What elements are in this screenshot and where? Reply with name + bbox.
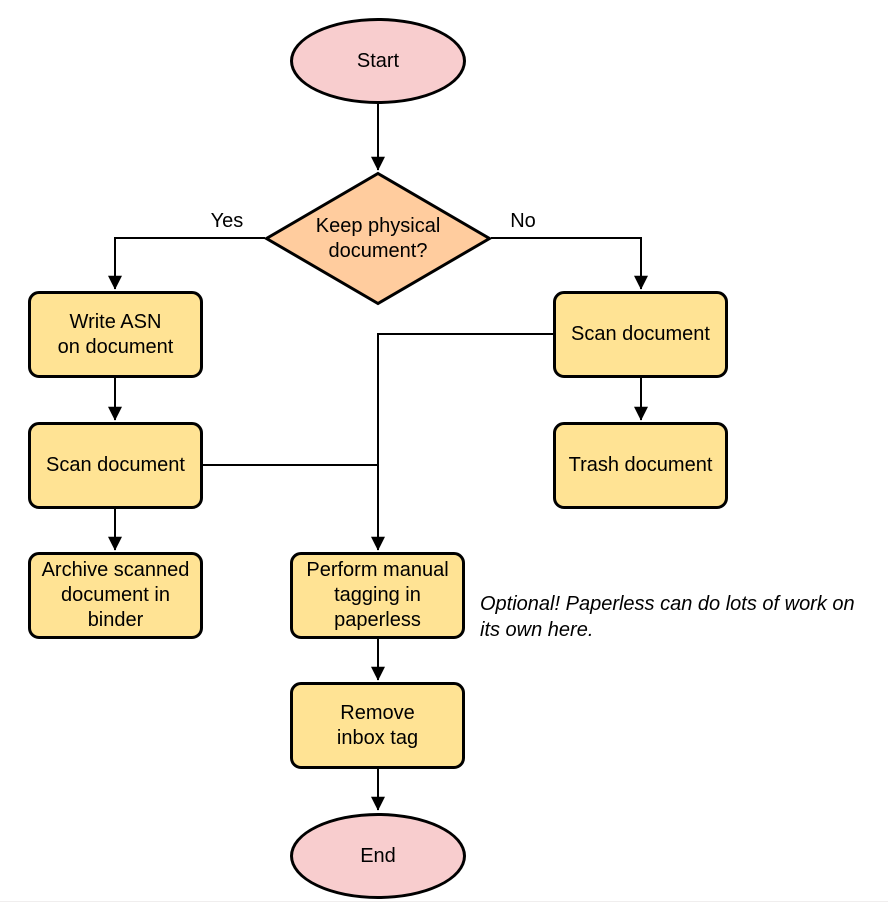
node-start: Start	[290, 18, 466, 104]
bottom-divider	[0, 901, 888, 902]
node-end-label: End	[360, 844, 396, 867]
edge-label-yes: Yes	[210, 210, 244, 232]
node-remove-inbox-tag: Remove inbox tag	[290, 682, 465, 769]
node-manual-tagging-label: Perform manual tagging in paperless	[306, 559, 449, 631]
diamond-shape	[263, 171, 493, 306]
edge-label-no: No	[510, 210, 536, 232]
node-manual-tagging: Perform manual tagging in paperless	[290, 552, 465, 639]
node-decision-keep-physical: Keep physical document?	[263, 171, 493, 306]
annotation-optional-note: Optional! Paperless can do lots of work …	[480, 593, 855, 641]
edge-decision-no-to-scan-right	[491, 237, 648, 290]
node-scan-document-right: Scan document	[553, 291, 728, 378]
node-archive-binder-label: Archive scanned document in binder	[41, 559, 190, 631]
edge-scan-right-to-tagging	[371, 333, 553, 551]
node-remove-inbox-tag-label: Remove inbox tag	[336, 701, 419, 749]
node-trash-document: Trash document	[553, 422, 728, 509]
node-scan-document-left: Scan document	[28, 422, 203, 509]
node-write-asn-label: Write ASN on document	[57, 310, 174, 358]
node-archive-binder: Archive scanned document in binder	[28, 552, 203, 639]
node-scan-document-right-label: Scan document	[571, 323, 710, 345]
node-trash-document-label: Trash document	[568, 454, 713, 476]
node-end: End	[290, 813, 466, 899]
node-write-asn: Write ASN on document	[28, 291, 203, 378]
node-scan-document-left-label: Scan document	[46, 454, 185, 476]
node-start-label: Start	[356, 49, 400, 72]
node-decision-label: Keep physical document?	[315, 214, 441, 262]
edge-decision-yes-to-write-asn	[108, 237, 265, 290]
